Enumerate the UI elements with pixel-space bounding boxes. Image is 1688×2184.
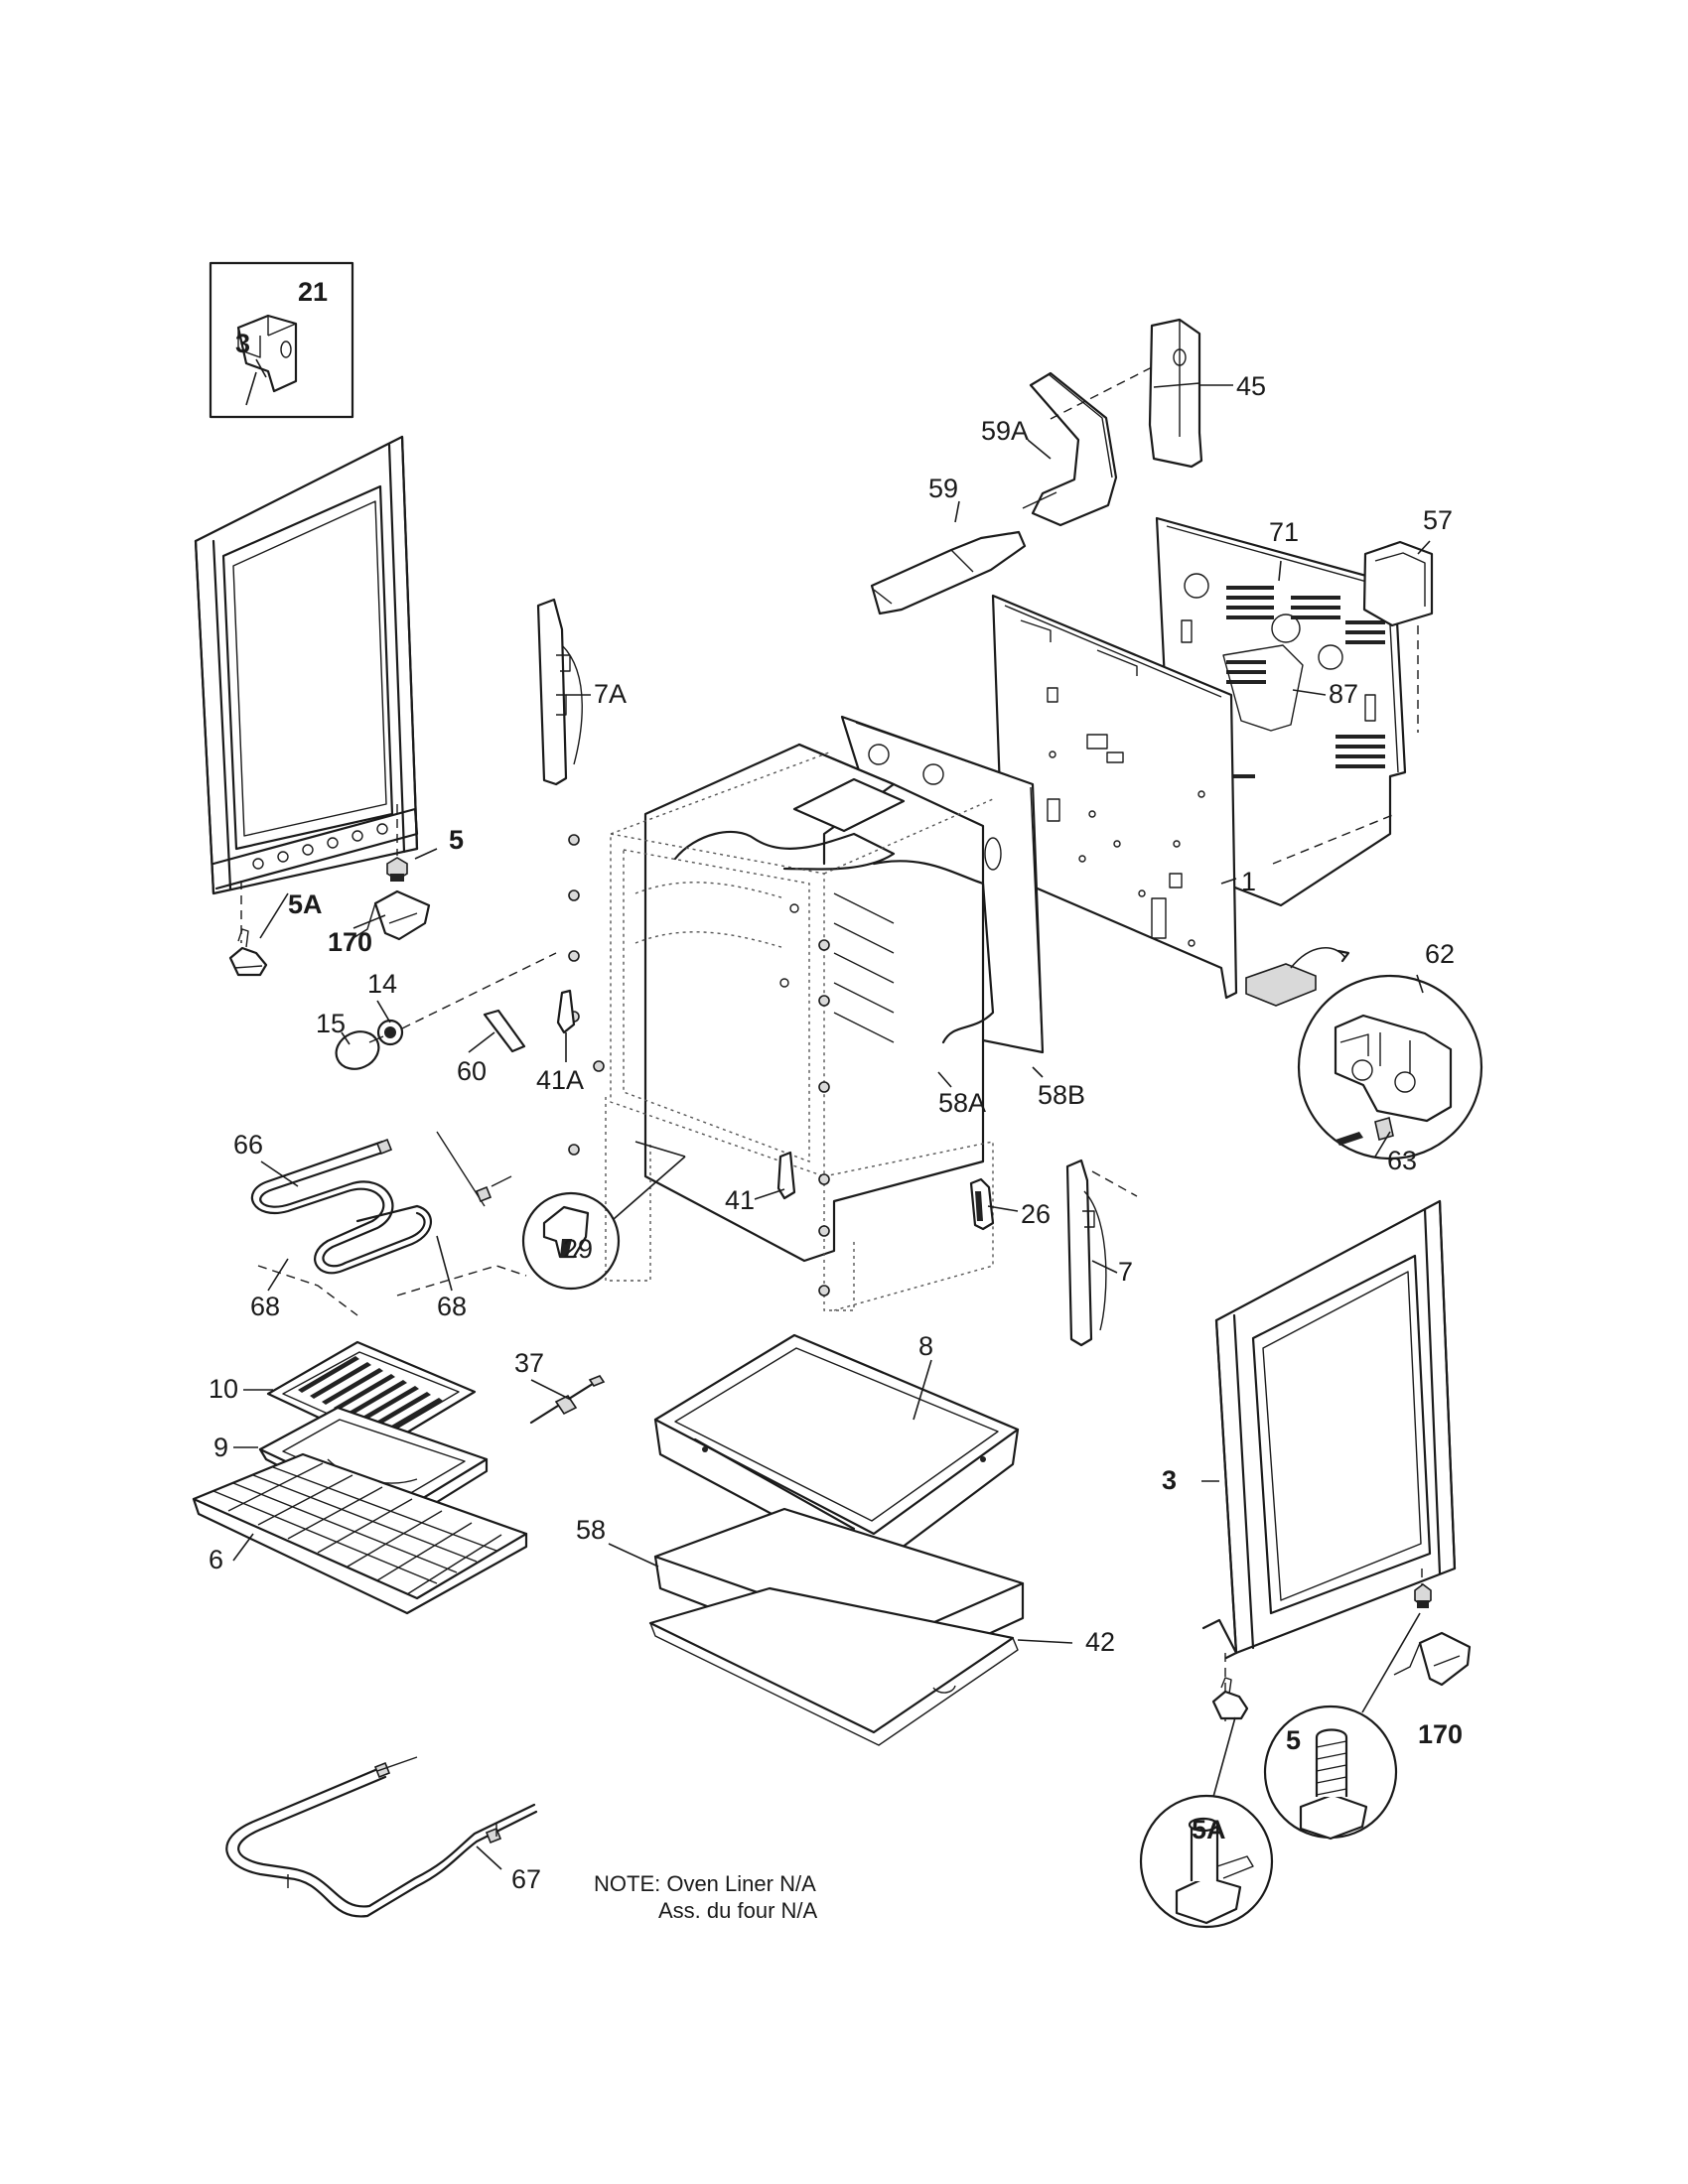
label-5A-left: 5A: [288, 889, 323, 919]
label-26: 26: [1021, 1199, 1051, 1229]
label-3-right: 3: [1162, 1465, 1177, 1495]
note-line-2: Ass. du four N/A: [658, 1898, 818, 1923]
label-59: 59: [928, 474, 958, 503]
label-14: 14: [367, 969, 397, 999]
bake-element-67: [225, 1756, 538, 1918]
anti-tip-bracket-170-left: [351, 889, 431, 941]
leveling-leg-5A-left: [228, 928, 268, 977]
label-21: 21: [298, 277, 328, 307]
vent-45: [1050, 318, 1203, 469]
part-29-callout: [521, 1141, 686, 1291]
broil-element-66: [250, 1131, 527, 1316]
label-59A: 59A: [981, 416, 1029, 446]
label-8: 8: [918, 1331, 933, 1361]
label-170-right: 170: [1418, 1719, 1463, 1749]
label-63: 63: [1387, 1146, 1417, 1175]
label-7A: 7A: [594, 679, 627, 709]
bottom-tray-42: [648, 1586, 1019, 1746]
leader-lines: [232, 358, 1431, 1870]
label-170-left: 170: [328, 927, 372, 957]
label-3-left: 3: [235, 329, 250, 358]
label-45: 45: [1236, 371, 1266, 401]
anti-tip-bracket-170-right: [1393, 1631, 1472, 1687]
label-62: 62: [1425, 939, 1455, 969]
label-42: 42: [1085, 1627, 1115, 1657]
label-71: 71: [1269, 517, 1299, 547]
label-67: 67: [511, 1864, 541, 1894]
oven-door-right: [1201, 1199, 1457, 1727]
clip-41A: [556, 989, 576, 1034]
label-7: 7: [1118, 1257, 1133, 1287]
label-5-right: 5: [1286, 1725, 1301, 1755]
oven-rack-6: [192, 1452, 528, 1615]
cover-plate-57: [1362, 540, 1434, 733]
label-37: 37: [514, 1348, 544, 1378]
label-5A-right: 5A: [1192, 1815, 1226, 1844]
label-66: 66: [233, 1130, 263, 1160]
oven-cavity-main: [605, 743, 995, 1311]
leveling-leg-5A-right: [1211, 1677, 1249, 1720]
label-58B: 58B: [1038, 1080, 1085, 1110]
label-57: 57: [1423, 505, 1453, 535]
clip-26: [969, 1177, 995, 1231]
lamp-socket-14: [376, 1019, 404, 1046]
vent-duct-59A: [1022, 371, 1118, 527]
oven-door-left: [194, 435, 419, 943]
label-1: 1: [1241, 867, 1256, 896]
label-87: 87: [1329, 679, 1358, 709]
note-block: NOTE: Oven Liner N/A Ass. du four N/A: [594, 1871, 818, 1923]
hinge-7A: [536, 598, 583, 786]
label-60: 60: [457, 1056, 487, 1086]
broiler-drawer-8: [653, 1333, 1020, 1570]
temperature-sensor-37: [529, 1375, 606, 1425]
label-10: 10: [209, 1374, 238, 1404]
label-68-right: 68: [437, 1292, 467, 1321]
part-5-callout: [1263, 1612, 1421, 1841]
label-41: 41: [725, 1185, 755, 1215]
label-9: 9: [213, 1433, 228, 1462]
label-6: 6: [209, 1545, 223, 1574]
label-58A: 58A: [938, 1088, 986, 1118]
leveling-leg-5-right: [1414, 1583, 1432, 1608]
vent-duct-59: [870, 530, 1027, 615]
label-58: 58: [576, 1515, 606, 1545]
back-wall-1: [991, 594, 1238, 1000]
part-5A-callout: [1139, 1716, 1274, 1929]
part-labels: 21 45 59A 59 71 57 3 7A 87 5 5A 170 1 62…: [209, 277, 1463, 1894]
lamp-bulb-15: [335, 952, 557, 1070]
hinge-7-right: [1065, 1159, 1138, 1347]
part-21-inset: [209, 261, 354, 419]
leveling-leg-5-left: [386, 804, 408, 882]
label-5-left: 5: [449, 825, 464, 855]
note-line-1: NOTE: Oven Liner N/A: [594, 1871, 816, 1896]
clip-41: [776, 1151, 796, 1200]
label-29: 29: [563, 1234, 593, 1264]
label-68-left: 68: [250, 1292, 280, 1321]
broiler-grid-10: [266, 1340, 477, 1449]
label-15: 15: [316, 1009, 346, 1038]
terminal-block-62: [1245, 946, 1483, 1160]
bracket-60: [483, 1009, 526, 1053]
label-41A: 41A: [536, 1065, 584, 1095]
